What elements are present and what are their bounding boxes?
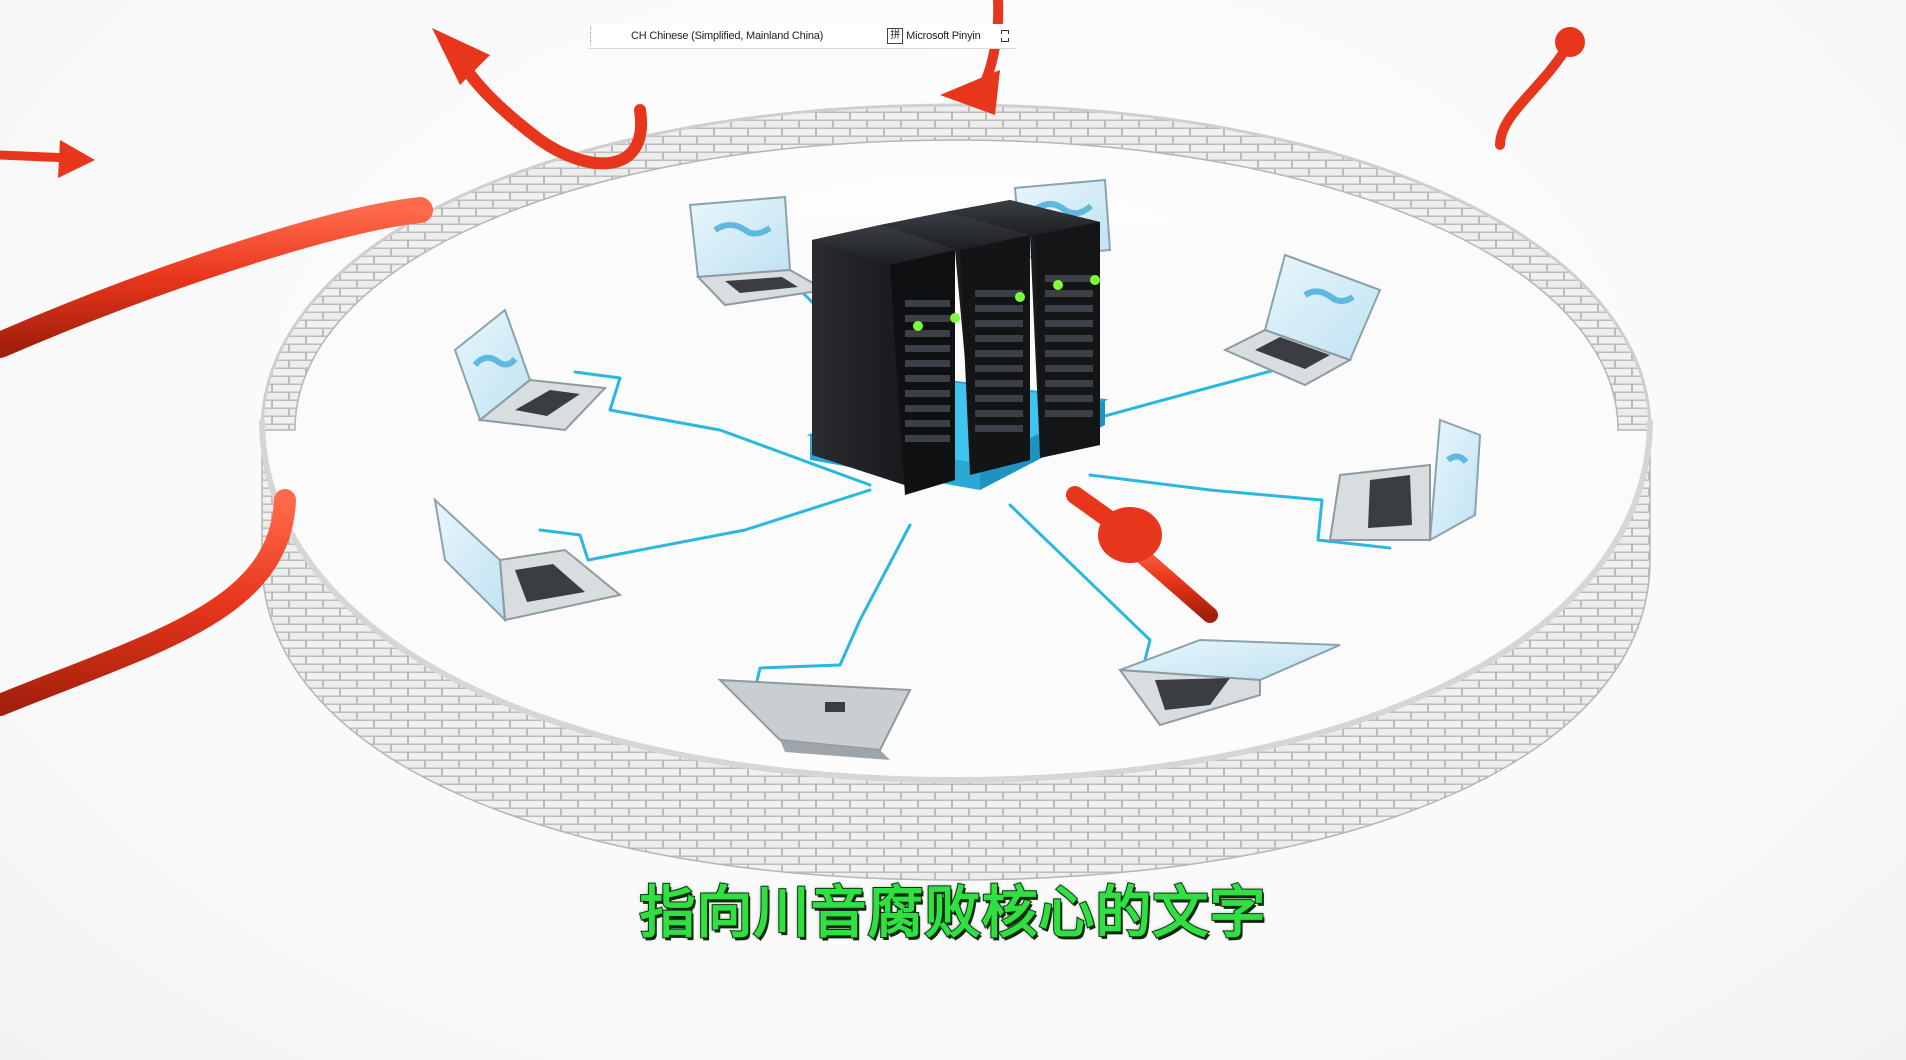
video-subtitle: 指向川音腐败核心的文字 xyxy=(639,880,1267,947)
ime-name-label[interactable]: Microsoft Pinyin xyxy=(906,30,981,42)
red-arrow-icon xyxy=(940,0,1004,115)
red-arrow-icon xyxy=(0,140,95,178)
server-rack-icon xyxy=(812,225,960,495)
red-arrow-icon xyxy=(0,197,433,358)
brick-wall-front-icon xyxy=(259,419,1653,881)
laptop-icon xyxy=(1328,418,1482,542)
language-bar-grip[interactable] xyxy=(590,27,595,45)
server-rack-icon xyxy=(880,212,1030,475)
red-arrow-icon xyxy=(1066,486,1218,623)
laptop-icon xyxy=(1117,638,1341,727)
red-arrow-icon xyxy=(1495,27,1585,150)
red-arrow-icon xyxy=(0,489,296,716)
input-language-label[interactable]: CH Chinese (Simplified, Mainland China) xyxy=(631,30,824,42)
ime-language-bar[interactable]: CH Chinese (Simplified, Mainland China) … xyxy=(588,24,1016,49)
laptop-icon xyxy=(688,195,828,307)
pinyin-mode-icon[interactable]: 拼 xyxy=(887,28,904,44)
language-bar-options-icon[interactable] xyxy=(1000,30,1010,42)
server-rack-icon xyxy=(945,200,1100,458)
laptop-icon xyxy=(1222,253,1382,387)
laptop-icon xyxy=(433,497,623,623)
laptop-icon xyxy=(717,678,912,760)
laptop-icon xyxy=(453,308,608,432)
red-arrow-icon xyxy=(432,28,648,170)
